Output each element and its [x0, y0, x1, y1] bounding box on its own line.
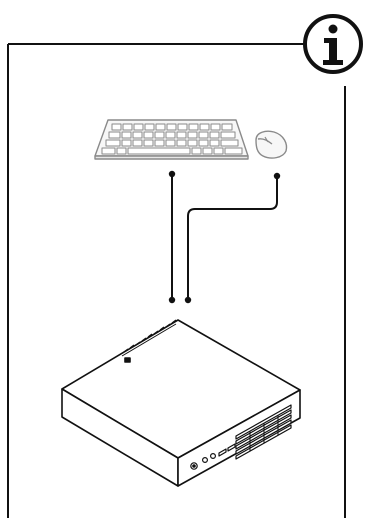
rear-ports	[121, 319, 177, 357]
mouse-device	[255, 130, 288, 159]
diagram-frame	[7, 43, 346, 518]
mouse-cable	[184, 172, 281, 304]
mini-pc-device	[61, 319, 301, 487]
keyboard-cable	[168, 170, 176, 304]
front-ports	[190, 443, 236, 470]
keyboard-keys	[101, 123, 243, 155]
mini-pc-front	[177, 389, 301, 487]
top-latch	[124, 357, 131, 363]
keyboard-device	[94, 119, 249, 160]
info-icon: i	[0, 0, 363, 74]
info-glyph: i	[0, 0, 1, 1]
vent-grille	[235, 404, 292, 460]
